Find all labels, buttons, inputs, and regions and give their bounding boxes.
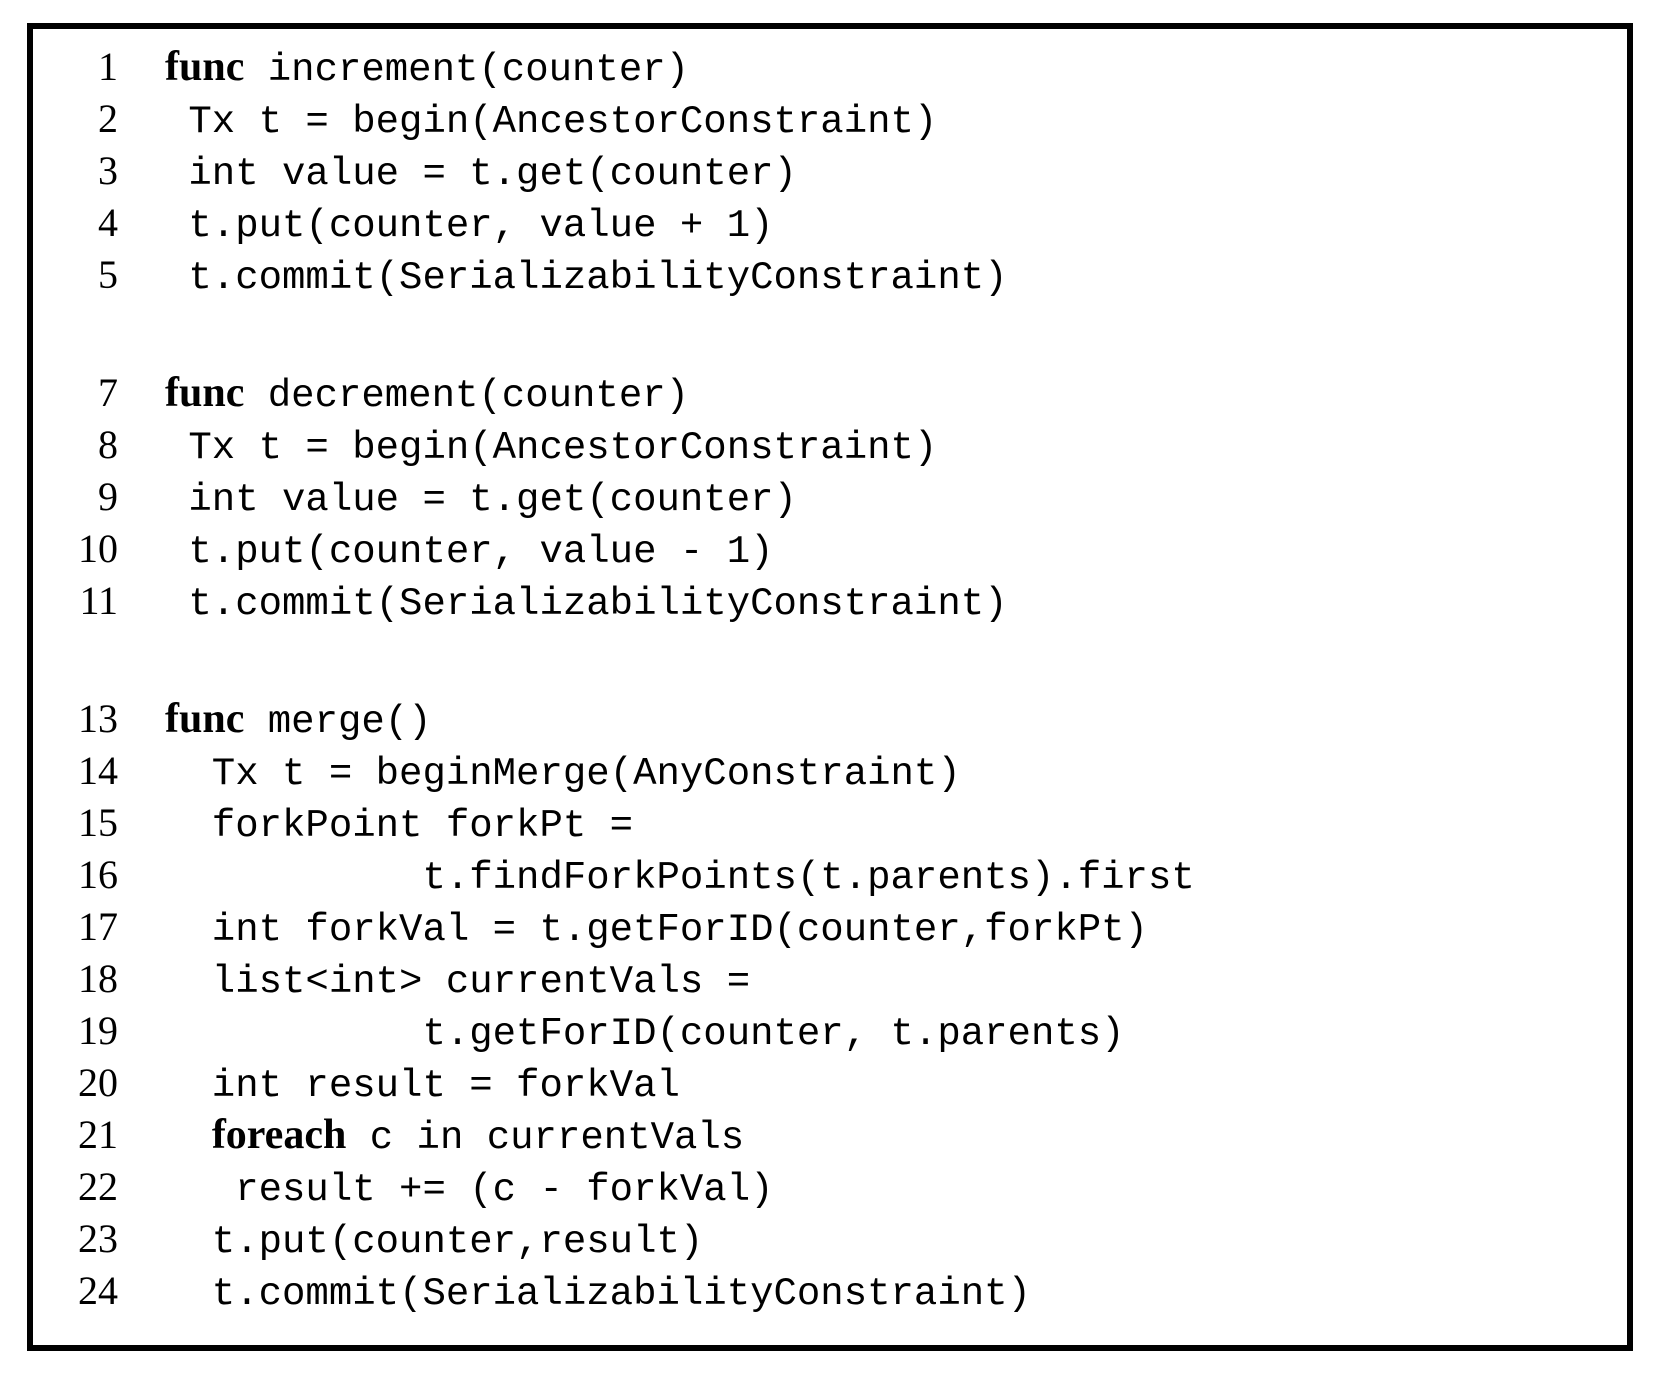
code-segment: t.commit(SerializabilityConstraint)	[165, 256, 1008, 300]
code-text: t.put(counter, value + 1)	[118, 200, 774, 252]
code-segment: int result = forkVal	[165, 1064, 680, 1108]
line-number: 11	[79, 578, 118, 623]
line-number: 5	[98, 252, 118, 297]
code-text: list<int> currentVals =	[118, 956, 750, 1008]
code-line: 5 t.commit(SerializabilityConstraint)	[33, 249, 1627, 301]
code-text: forkPoint forkPt =	[118, 800, 633, 852]
line-number: 1	[98, 44, 118, 89]
code-segment: forkPoint forkPt =	[165, 804, 634, 848]
keyword: func	[165, 44, 245, 90]
code-line: 20 int result = forkVal	[33, 1057, 1627, 1109]
code-line: 23 t.put(counter,result)	[33, 1213, 1627, 1265]
code-text: foreach c in currentVals	[118, 1109, 744, 1164]
line-number: 15	[78, 800, 118, 845]
line-number: 23	[78, 1216, 118, 1261]
code-line: 2 Tx t = begin(AncestorConstraint)	[33, 93, 1627, 145]
code-line: 15 forkPoint forkPt =	[33, 797, 1627, 849]
line-number: 14	[78, 748, 118, 793]
code-text: t.getForID(counter, t.parents)	[118, 1008, 1125, 1060]
code-segment: decrement(counter)	[244, 374, 690, 418]
line-number: 18	[78, 956, 118, 1001]
line-number: 22	[78, 1164, 118, 1209]
code-text: t.put(counter,result)	[118, 1216, 704, 1268]
code-segment: Tx t = begin(AncestorConstraint)	[165, 100, 938, 144]
code-text: func merge()	[118, 693, 432, 748]
code-text: func increment(counter)	[118, 41, 689, 96]
line-number: 8	[98, 422, 118, 467]
code-segment: t.commit(SerializabilityConstraint)	[165, 582, 1008, 626]
line-number: 4	[98, 200, 118, 245]
code-text: int forkVal = t.getForID(counter,forkPt)	[118, 904, 1148, 956]
code-text: Tx t = begin(AncestorConstraint)	[118, 96, 937, 148]
code-line: 10 t.put(counter, value - 1)	[33, 523, 1627, 575]
code-segment: int value = t.get(counter)	[165, 152, 797, 196]
code-segment: list<int> currentVals =	[165, 960, 751, 1004]
code-segment: Tx t = begin(AncestorConstraint)	[165, 426, 938, 470]
line-number: 20	[78, 1060, 118, 1105]
code-segment	[165, 1116, 212, 1160]
code-text: Tx t = begin(AncestorConstraint)	[118, 422, 937, 474]
code-line: 16 t.findForkPoints(t.parents).first	[33, 849, 1627, 901]
code-line: 14 Tx t = beginMerge(AnyConstraint)	[33, 745, 1627, 797]
line-number: 19	[78, 1008, 118, 1053]
line-number: 16	[78, 852, 118, 897]
keyword: foreach	[211, 1112, 347, 1158]
code-line: 22 result += (c - forkVal)	[33, 1161, 1627, 1213]
code-segment: merge()	[244, 700, 432, 744]
blank-line	[33, 627, 1627, 693]
code-line: 21 foreach c in currentVals	[33, 1109, 1627, 1161]
code-segment: Tx t = beginMerge(AnyConstraint)	[165, 752, 961, 796]
code-segment: t.put(counter, value - 1)	[165, 530, 774, 574]
keyword: func	[165, 696, 245, 742]
line-number: 2	[98, 96, 118, 141]
code-line: 24 t.commit(SerializabilityConstraint)	[33, 1265, 1627, 1317]
keyword: func	[165, 370, 245, 416]
code-text: int value = t.get(counter)	[118, 148, 797, 200]
code-text: t.put(counter, value - 1)	[118, 526, 774, 578]
line-number: 10	[78, 526, 118, 571]
code-segment: c in currentVals	[346, 1116, 745, 1160]
code-text: t.commit(SerializabilityConstraint)	[118, 1268, 1031, 1320]
code-line: 11 t.commit(SerializabilityConstraint)	[33, 575, 1627, 627]
line-number: 21	[78, 1112, 118, 1157]
code-line: 3 int value = t.get(counter)	[33, 145, 1627, 197]
code-line: 19 t.getForID(counter, t.parents)	[33, 1005, 1627, 1057]
code-segment: t.put(counter,result)	[165, 1220, 704, 1264]
code-text: t.findForkPoints(t.parents).first	[118, 852, 1195, 904]
line-number: 24	[78, 1268, 118, 1313]
blank-line	[33, 301, 1627, 367]
code-segment: int value = t.get(counter)	[165, 478, 797, 522]
code-line: 4 t.put(counter, value + 1)	[33, 197, 1627, 249]
code-line: 18 list<int> currentVals =	[33, 953, 1627, 1005]
code-segment: t.findForkPoints(t.parents).first	[165, 856, 1195, 900]
code-segment: int forkVal = t.getForID(counter,forkPt)	[165, 908, 1148, 952]
code-text: t.commit(SerializabilityConstraint)	[118, 578, 1008, 630]
line-number: 7	[98, 370, 118, 415]
code-segment: t.put(counter, value + 1)	[165, 204, 774, 248]
code-text: func decrement(counter)	[118, 367, 689, 422]
code-segment: t.commit(SerializabilityConstraint)	[165, 1272, 1031, 1316]
line-number: 13	[78, 696, 118, 741]
line-number: 3	[98, 148, 118, 193]
code-line: 9 int value = t.get(counter)	[33, 471, 1627, 523]
code-line: 8 Tx t = begin(AncestorConstraint)	[33, 419, 1627, 471]
line-number: 17	[78, 904, 118, 949]
code-text: int value = t.get(counter)	[118, 474, 797, 526]
code-segment: t.getForID(counter, t.parents)	[165, 1012, 1125, 1056]
code-text: Tx t = beginMerge(AnyConstraint)	[118, 748, 961, 800]
code-line: 17 int forkVal = t.getForID(counter,fork…	[33, 901, 1627, 953]
code-segment: result += (c - forkVal)	[165, 1168, 774, 1212]
line-number: 9	[98, 474, 118, 519]
code-text: result += (c - forkVal)	[118, 1164, 774, 1216]
code-segment: increment(counter)	[244, 48, 690, 92]
code-text: t.commit(SerializabilityConstraint)	[118, 252, 1008, 304]
code-text: int result = forkVal	[118, 1060, 680, 1112]
